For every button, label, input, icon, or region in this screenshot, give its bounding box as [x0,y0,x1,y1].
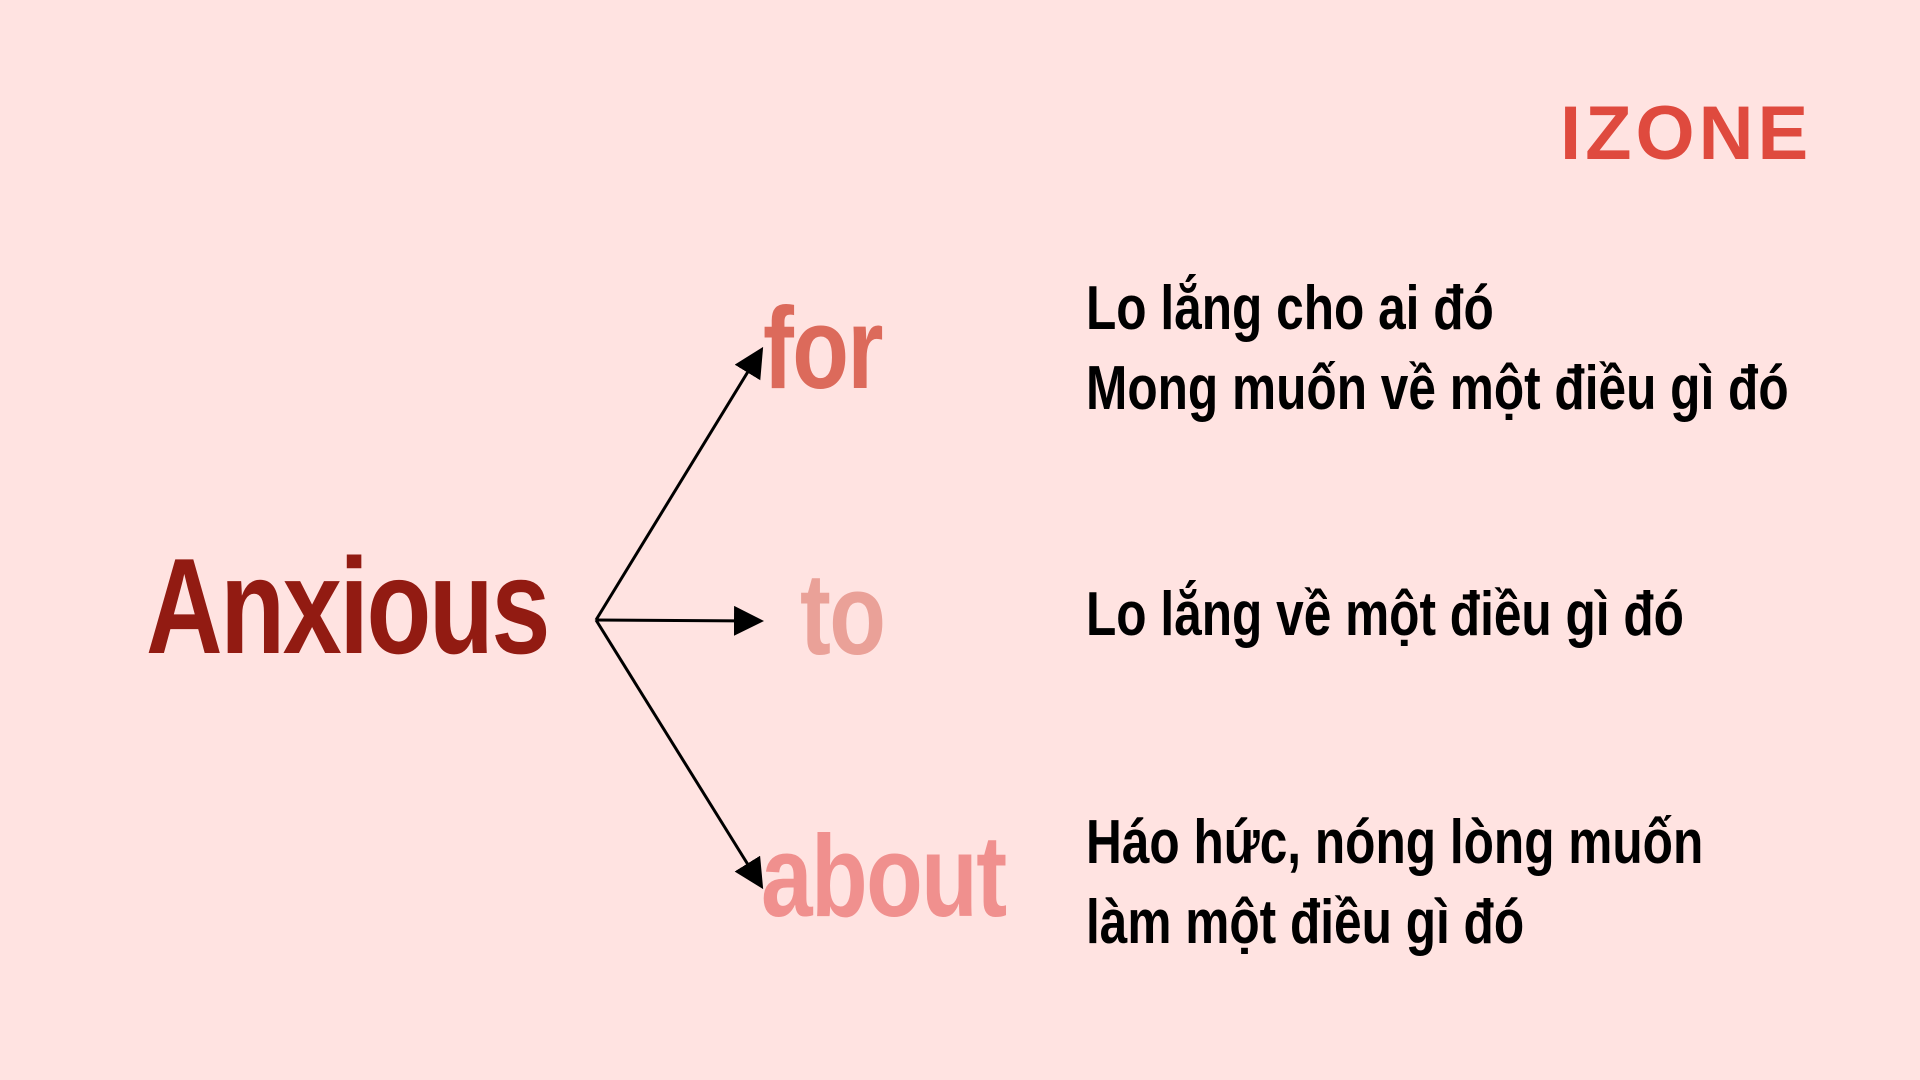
meaning-about-line-2: làm một điều gì đó [1086,888,1525,957]
meaning-to-line-1: Lo lắng về một điều gì đó [1086,580,1684,649]
arrow-about [594,619,764,890]
arrow-to [595,605,764,636]
meaning-for-line-1: Lo lắng cho ai đó [1086,274,1494,343]
arrow-for [594,346,764,621]
meaning-for-line-2: Mong muốn về một điều gì đó [1086,354,1789,423]
preposition-about: about [761,811,1007,941]
meaning-about-line-1: Háo hức, nóng lòng muốn [1086,808,1704,877]
main-word: Anxious [146,530,550,682]
preposition-for: for [763,283,884,413]
preposition-to: to [800,549,886,679]
izone-logo: IZONE [1560,91,1813,176]
